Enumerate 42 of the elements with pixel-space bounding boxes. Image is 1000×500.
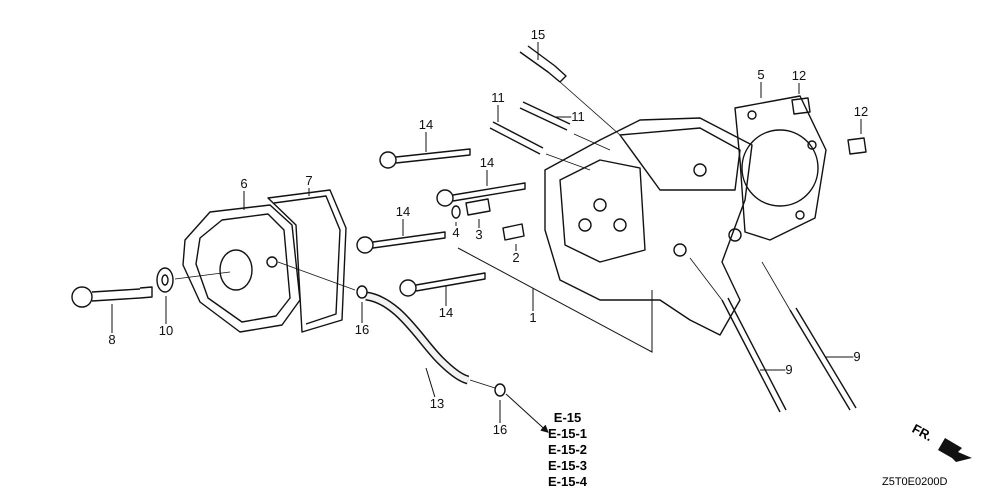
leader-line: [402, 218, 404, 236]
frame-direction-label: FR.: [910, 420, 936, 444]
callout-number: 1: [529, 311, 537, 325]
callout-number: 9: [785, 363, 793, 377]
reference-code: E-15-3: [548, 458, 588, 474]
callout-number: 10: [158, 324, 174, 338]
callout-number: 3: [475, 228, 483, 242]
leader-line: [478, 218, 480, 228]
callout-number: 14: [480, 156, 494, 170]
leader-line: [826, 356, 854, 358]
drawing-code: Z5T0E0200D: [882, 476, 948, 488]
callout-number: 12: [792, 69, 806, 83]
callout-number: 6: [240, 177, 248, 191]
callout-number: 9: [853, 350, 861, 364]
callout-number: 11: [571, 110, 585, 124]
leader-line: [458, 248, 652, 353]
leader-line: [426, 368, 436, 398]
callout-number: 14: [396, 205, 410, 219]
callout-number: 13: [430, 397, 444, 411]
leader-line: [760, 82, 762, 98]
leader-line: [556, 116, 572, 118]
arrow: [506, 394, 549, 433]
callout-number: 11: [491, 91, 505, 105]
callout-number: 8: [108, 333, 116, 347]
callout-number: 15: [530, 28, 546, 42]
reference-code: E-15: [554, 410, 582, 426]
callout-number: 16: [492, 423, 508, 437]
leader-line: [486, 170, 488, 186]
callout-number: 14: [438, 306, 454, 320]
leader-line: [860, 118, 862, 134]
callout-number: 16: [354, 323, 370, 337]
callout-number: 14: [418, 118, 434, 132]
reference-code: E-15-4: [548, 474, 588, 490]
reference-code: E-15-2: [548, 442, 588, 458]
callout-number: 7: [305, 174, 313, 188]
callout-number: 12: [854, 105, 868, 119]
callout-number: 4: [452, 226, 460, 240]
leader-line: [798, 82, 800, 94]
callout-number: 2: [512, 251, 520, 265]
reference-code: E-15-1: [548, 426, 588, 442]
leader-line: [308, 188, 310, 196]
callout-number: 5: [757, 68, 765, 82]
